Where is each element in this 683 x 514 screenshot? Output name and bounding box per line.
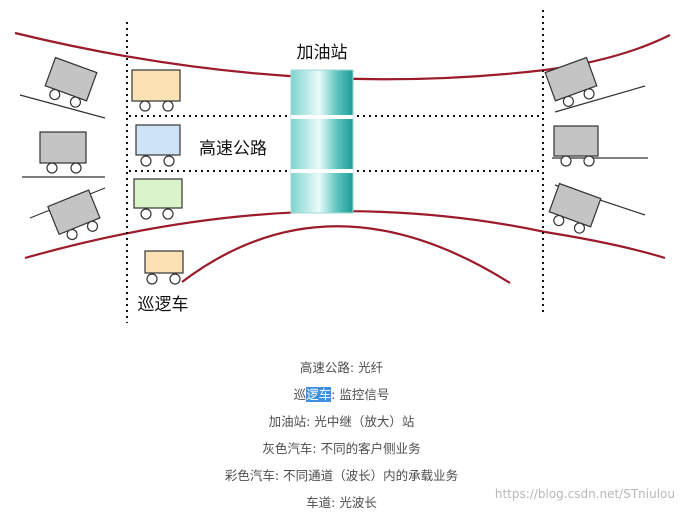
road-bottom-edge [24,210,666,260]
caption-colored-car: 彩色汽车: 不同通道（波长）内的承载业务 [224,468,459,483]
caption-gray-car: 灰色汽车: 不同的客户侧业务 [262,441,421,456]
blue-car [135,124,181,167]
watermark: https://blog.csdn.net/STniulou [494,487,675,501]
caption-patrol-highlight[interactable]: 逻车 [306,387,332,402]
gas-station-divider-1 [291,115,353,119]
caption-patrol-suffix: : 监控信号 [331,387,390,402]
patrol-car [144,250,184,285]
gas-station-divider-2 [291,169,353,173]
gray-car-right-bottom [548,182,602,234]
right-ramp-top [554,85,646,113]
road-top-edge [14,31,671,81]
gray-car-left-bottom [47,189,101,241]
gray-car-right-middle [553,125,599,167]
gas-station-label: 加油站 [297,43,348,63]
patrol-car-label: 巡逻车 [138,295,189,315]
caption-lane: 车道: 光波长 [306,495,377,510]
highway-diagram: 加油站 高速公路 巡逻车 [14,10,671,323]
orange-car [131,69,181,112]
left-ramp-top [19,94,106,119]
gray-car-left-middle [39,131,87,174]
gas-station-block [290,69,354,214]
caption-patrol-car: 巡逻车: 监控信号 [0,387,683,403]
caption-patrol-prefix: 巡 [293,387,307,402]
highway-label: 高速公路 [199,139,267,159]
caption-highway: 高速公路: 光纤 [299,360,384,375]
patrol-road-arc [181,225,511,284]
green-car [133,178,183,220]
caption-gas-station: 加油站: 光中继（放大）站 [268,414,415,429]
gray-car-right-top [544,56,598,107]
gray-car-left-top [44,56,98,108]
